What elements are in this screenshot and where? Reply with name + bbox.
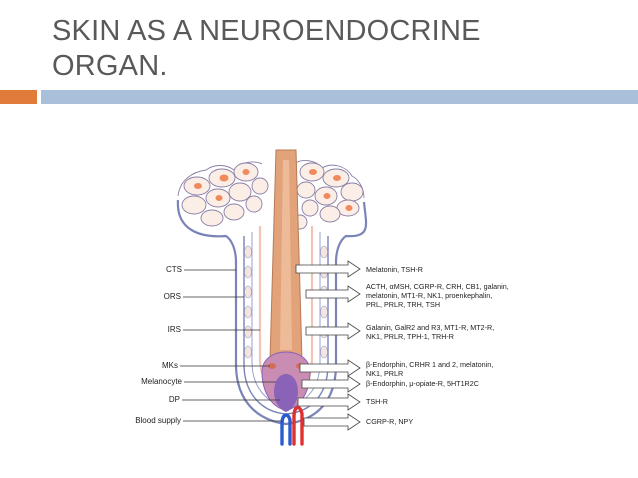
slide-title: SKIN AS A NEUROENDOCRINE ORGAN. [52, 14, 612, 84]
label-cts: CTS [166, 265, 182, 274]
accent-bar-blue [41, 90, 638, 104]
accent-bar-orange [0, 90, 37, 104]
slide-title-line-1: SKIN AS A NEUROENDOCRINE [52, 15, 481, 47]
label-melanocyte-markers: β-Endorphin, μ-opiate-R, 5HT1R2C [366, 379, 479, 388]
slide-title-line-2: ORGAN. [52, 50, 168, 82]
label-mks: MKs [162, 361, 178, 370]
label-irs: IRS [168, 325, 181, 334]
label-ors: ORS [164, 292, 181, 301]
label-cts-markers: Melatonin, TSH-R [366, 265, 423, 274]
hair-bulb [261, 351, 311, 412]
label-blood-supply-markers: CGRP-R, NPY [366, 417, 413, 426]
blood-vessels [280, 405, 304, 446]
label-blood-supply: Blood supply [135, 416, 181, 425]
label-irs-markers: Galanin, GalR2 and R3, MT1-R, MT2-R, NK1… [366, 323, 496, 341]
right-arrows [295, 260, 361, 431]
label-melanocyte: Melanocyte [141, 377, 182, 386]
left-leader-lines [180, 269, 282, 422]
label-ors-markers: ACTH, αMSH, CGRP-R, CRH, CB1, galanin, m… [366, 282, 511, 309]
label-dp: DP [169, 395, 180, 404]
hair-medulla [280, 160, 292, 350]
label-dp-markers: TSH-R [366, 397, 388, 406]
cell-nuclei [194, 169, 353, 211]
epidermal-cells [177, 160, 365, 230]
label-mks-markers: β-Endorphin, CRHR 1 and 2, melatonin, NK… [366, 360, 495, 378]
